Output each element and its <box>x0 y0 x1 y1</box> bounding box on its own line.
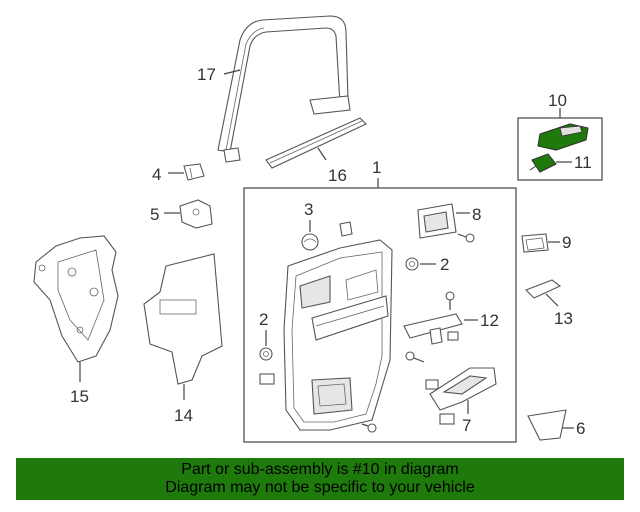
callout-15: 15 <box>70 387 89 406</box>
small-clip-top <box>339 221 353 237</box>
parts-diagram: 17 16 4 5 15 14 1 <box>33 15 603 443</box>
callout-10: 10 <box>548 91 567 110</box>
part-7-armrest <box>425 367 497 425</box>
callout-2-upper: 2 <box>440 255 449 274</box>
part-8-handle-bezel <box>417 203 470 239</box>
callout-6: 6 <box>576 419 585 438</box>
part-10-switch-assembly <box>517 108 603 181</box>
callout-1: 1 <box>372 158 381 177</box>
part-1-trim-panel-box <box>243 178 517 443</box>
part-2-pushpin-lower <box>259 330 273 361</box>
callout-14: 14 <box>174 406 193 425</box>
callout-17: 17 <box>197 65 216 84</box>
part-16-weatherstrip <box>265 117 367 169</box>
callout-13: 13 <box>554 309 573 328</box>
callout-4: 4 <box>152 165 161 184</box>
callout-2-lower: 2 <box>259 310 268 329</box>
notice-line-2: Diagram may not be specific to your vehi… <box>165 479 475 496</box>
part-13-insulator <box>525 279 562 307</box>
callout-12: 12 <box>480 311 499 330</box>
part-9-pad <box>521 233 560 253</box>
part-3-plug <box>301 220 319 251</box>
callout-5: 5 <box>150 205 159 224</box>
part-6-seal <box>527 409 574 441</box>
small-clip-left <box>259 373 275 385</box>
screw-upper <box>457 233 475 243</box>
screw-middle <box>405 351 425 363</box>
part-4-clip <box>168 163 205 181</box>
callout-8: 8 <box>472 205 481 224</box>
part-15-inner-module <box>33 235 119 382</box>
part-14-water-deflector <box>143 253 223 400</box>
callout-7: 7 <box>462 416 471 435</box>
part-5-bracket <box>164 199 213 229</box>
door-trim-panel <box>283 239 393 431</box>
notice-line-1: Part or sub-assembly is #10 in diagram <box>181 461 459 478</box>
callout-11: 11 <box>574 153 592 172</box>
part-17-frame-molding <box>217 15 351 163</box>
part-2-pushpin-upper <box>405 257 436 271</box>
screw-lower <box>361 423 377 433</box>
notice-banner: Part or sub-assembly is #10 in diagram D… <box>16 458 624 500</box>
callout-3: 3 <box>304 200 313 219</box>
part-12-switch-bracket <box>403 291 478 345</box>
callout-16: 16 <box>328 166 347 185</box>
callout-9: 9 <box>562 233 571 252</box>
